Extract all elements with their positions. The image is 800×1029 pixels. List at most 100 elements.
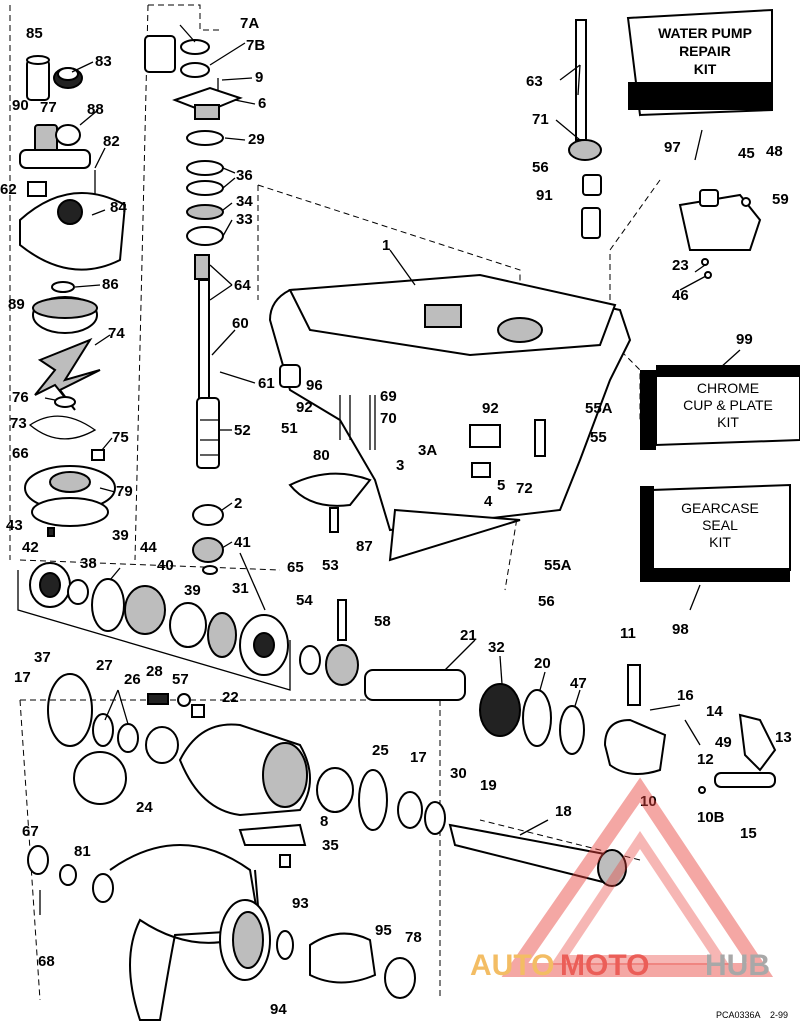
callout-48: 48 — [766, 143, 783, 160]
callout-39b: 39 — [184, 582, 201, 599]
callout-92b: 92 — [482, 400, 499, 417]
callout-93: 93 — [292, 895, 309, 912]
lower-section-parts — [27, 673, 627, 915]
callout-66: 66 — [12, 445, 29, 462]
gearcase-seal-kit-line1: GEARCASE — [681, 500, 759, 516]
leader-lines — [44, 24, 741, 836]
callout-23: 23 — [672, 257, 689, 274]
callout-42: 42 — [22, 539, 39, 556]
callout-87: 87 — [356, 538, 373, 555]
callout-62: 62 — [0, 181, 17, 198]
gearcase-seal-kit-line3: KIT — [709, 534, 731, 550]
callout-44: 44 — [140, 539, 157, 556]
part-number: PCA0336A — [716, 1010, 761, 1020]
callout-17: 17 — [14, 669, 31, 686]
figure-footer: PCA0336A 2-99 — [716, 1010, 788, 1020]
callout-10: 10 — [640, 793, 657, 810]
water-pump-kit-box: WATER PUMP REPAIR KIT — [626, 8, 773, 118]
date-code: 2-99 — [770, 1010, 788, 1020]
callout-18: 18 — [555, 803, 572, 820]
water-pump-parts — [19, 55, 127, 537]
callout-3: 3 — [396, 457, 404, 474]
callout-61: 61 — [258, 375, 275, 392]
callout-99: 99 — [736, 331, 753, 348]
callout-95: 95 — [375, 922, 392, 939]
callout-35: 35 — [322, 837, 339, 854]
callout-58: 58 — [374, 613, 391, 630]
callout-22: 22 — [222, 689, 239, 706]
bearing-group-frame — [17, 570, 291, 691]
callout-7B: 7B — [246, 37, 265, 54]
callout-64: 64 — [234, 277, 251, 294]
callout-92: 92 — [296, 399, 313, 416]
callout-67: 67 — [22, 823, 39, 840]
watermark-auto: AUTO — [470, 949, 554, 982]
callout-76: 76 — [12, 389, 29, 406]
callout-57: 57 — [172, 671, 189, 688]
callout-26: 26 — [124, 671, 141, 688]
callout-8: 8 — [320, 813, 328, 830]
callout-33: 33 — [236, 211, 253, 228]
callout-84: 84 — [110, 199, 127, 216]
callout-30: 30 — [450, 765, 467, 782]
chrome-cup-kit-line1: CHROME — [697, 380, 759, 396]
callout-47: 47 — [570, 675, 587, 692]
callout-79: 79 — [116, 483, 133, 500]
callout-83: 83 — [95, 53, 112, 70]
callout-38: 38 — [80, 555, 97, 572]
gearcase-housing — [268, 273, 632, 562]
callout-7A: 7A — [240, 15, 259, 32]
callout-31: 31 — [232, 580, 249, 597]
chrome-cup-kit-line3: KIT — [717, 414, 739, 430]
callout-72: 72 — [516, 480, 533, 497]
callout-88: 88 — [87, 101, 104, 118]
callout-51: 51 — [281, 420, 298, 437]
callout-56-lower: 56 — [538, 593, 555, 610]
callout-60: 60 — [232, 315, 249, 332]
callout-55A: 55A — [585, 400, 613, 417]
callout-74: 74 — [108, 325, 125, 342]
callout-34: 34 — [236, 193, 253, 210]
callout-52: 52 — [234, 422, 251, 439]
callout-29: 29 — [248, 131, 265, 148]
chrome-cup-kit-line2: CUP & PLATE — [683, 397, 773, 413]
callout-53: 53 — [322, 557, 339, 574]
callout-3A: 3A — [418, 442, 437, 459]
chrome-cup-kit-box: CHROME CUP & PLATE KIT — [640, 365, 800, 450]
callout-21: 21 — [460, 627, 477, 644]
callout-5: 5 — [497, 477, 505, 494]
callout-70: 70 — [380, 410, 397, 427]
callout-89: 89 — [8, 296, 25, 313]
callout-43: 43 — [6, 517, 23, 534]
callout-78: 78 — [405, 929, 422, 946]
callout-55: 55 — [590, 429, 607, 446]
callout-69: 69 — [380, 388, 397, 405]
callout-73: 73 — [10, 415, 27, 432]
callout-54: 54 — [296, 592, 313, 609]
callout-37: 37 — [34, 649, 51, 666]
callout-41: 41 — [234, 534, 251, 551]
callout-2: 2 — [234, 495, 242, 512]
callout-16: 16 — [677, 687, 694, 704]
callout-55A-lower: 55A — [544, 557, 572, 574]
callout-12: 12 — [697, 751, 714, 768]
callout-65: 65 — [287, 559, 304, 576]
callout-82: 82 — [103, 133, 120, 150]
callout-20: 20 — [534, 655, 551, 672]
callout-10B: 10B — [697, 809, 725, 826]
callout-71: 71 — [532, 111, 549, 128]
callout-68: 68 — [38, 953, 55, 970]
callout-40: 40 — [157, 557, 174, 574]
driveshaft-stack — [144, 35, 243, 575]
callout-6: 6 — [258, 95, 266, 112]
callout-32: 32 — [488, 639, 505, 656]
callout-86: 86 — [102, 276, 119, 293]
callout-59: 59 — [772, 191, 789, 208]
callout-36: 36 — [236, 167, 253, 184]
callout-27: 27 — [96, 657, 113, 674]
callout-81: 81 — [74, 843, 91, 860]
callout-46: 46 — [672, 287, 689, 304]
callout-14: 14 — [706, 703, 723, 720]
propeller — [109, 844, 416, 1021]
